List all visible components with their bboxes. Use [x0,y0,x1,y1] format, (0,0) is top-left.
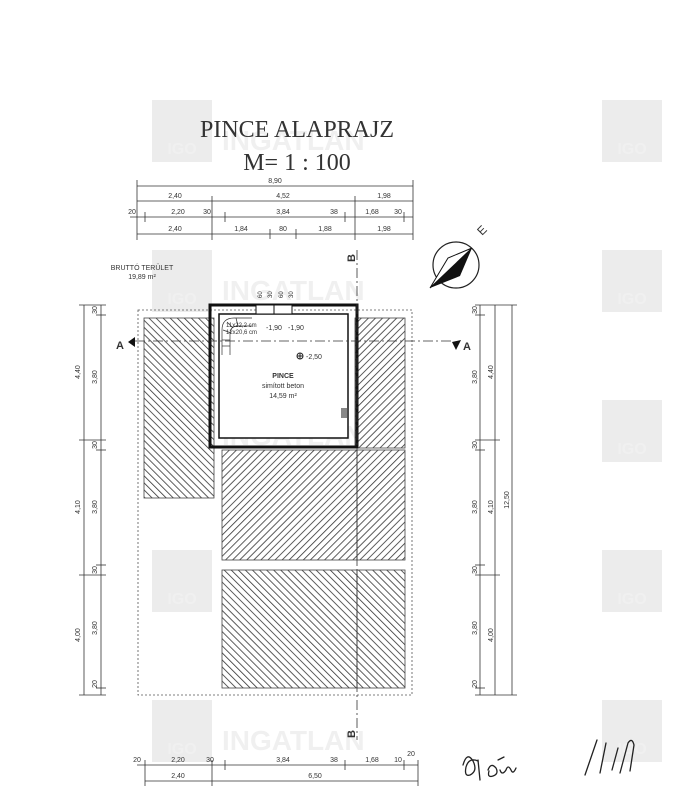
right-dimensions [475,304,517,696]
plan-scale: M= 1 : 100 [243,150,351,176]
dim-top: 80 [279,226,287,233]
plan-title: PINCE ALAPRAJZ [200,117,394,143]
dim-top: 1,98 [377,193,391,200]
dim-top: 2,40 [168,193,182,200]
dim-bottom: 38 [330,757,338,764]
cellar-room [208,303,359,449]
section-a-right: A [463,341,471,353]
dim-top: 1,84 [234,226,248,233]
section-arrow-icon [128,337,135,347]
dim-right-total: 12,50 [504,491,511,509]
dim-top: 3,84 [276,209,290,216]
dim-top: 30 [394,209,402,216]
level-landing: -1,90 [288,325,304,332]
dim-top: 2,40 [168,226,182,233]
stair-note: 11x22,2 cm [226,323,257,329]
dim-top: 20 [128,209,136,216]
dim-bottom: 10 [394,757,402,764]
dim-right: 30 [472,306,479,314]
section-b-bottom: B [346,730,358,738]
dim-left: 4,10 [75,500,82,514]
room-floor: simított beton [262,383,304,390]
dim-left: 30 [92,566,99,574]
watermark-brand: IGO [167,141,196,158]
dim-opening: 60 [258,291,264,298]
dim-bottom: 20 [133,757,141,764]
dim-left: 3,80 [92,621,99,635]
signature-image [462,739,635,781]
section-arrow-icon [452,340,461,350]
dim-bottom: 2,40 [171,773,185,780]
dim-left: 20 [92,680,99,688]
dim-left: 3,80 [92,500,99,514]
room-area: 14,59 m² [269,393,297,400]
dim-right: 3,80 [472,370,479,384]
watermark-name: INGATLAN [222,125,365,156]
dim-left: 4,00 [75,628,82,642]
dim-opening: 30 [289,291,295,298]
dim-right: 30 [472,441,479,449]
dim-left: 4,40 [75,365,82,379]
watermark-name: INGATLAN [222,275,365,306]
dim-bottom: 20 [407,751,415,758]
dim-top: 1,68 [365,209,379,216]
section-lines [135,250,452,740]
svg-text:E: E [474,223,490,239]
section-b-top: B [346,254,358,262]
dim-top: 1,98 [377,226,391,233]
dim-opening: 60 [279,291,285,298]
watermark-brand: IGO [617,141,646,158]
level-floor: -2,50 [306,354,322,361]
watermark-name: INGATLAN [222,725,365,756]
watermark-brand: IGO [167,291,196,308]
gross-area-label: BRUTTÓ TERÜLET [111,263,174,272]
dim-bottom: 30 [206,757,214,764]
gross-area-value: 19,89 m² [128,274,156,281]
dim-top: 4,52 [276,193,290,200]
dim-bottom: 2,20 [171,757,185,764]
dim-bottom: 3,84 [276,757,290,764]
left-dimensions [79,304,106,696]
dim-top: 1,88 [318,226,332,233]
dim-top: 38 [330,209,338,216]
level-marker-icon [296,352,304,360]
dim-right: 3,80 [472,621,479,635]
section-a-left: A [116,340,124,352]
bottom-dimensions [137,760,419,786]
dim-right: 30 [472,566,479,574]
dim-left: 30 [92,441,99,449]
stair-note: 12x20,6 cm [226,330,257,336]
dim-right: 4,10 [488,500,495,514]
dim-right: 3,80 [472,500,479,514]
top-dimensions [130,180,414,240]
watermark-brand: IGO [617,591,646,608]
north-arrow-icon: E [429,223,490,289]
dim-right: 20 [472,680,479,688]
room-name: PINCE [272,373,294,380]
watermark-brand: IGO [167,591,196,608]
dim-top-total: 8,90 [268,178,282,185]
watermark-brand: IGO [167,741,196,758]
dim-bottom: 6,50 [308,773,322,780]
staircase [221,317,252,355]
dim-bottom: 1,68 [365,757,379,764]
dim-top: 2,20 [171,209,185,216]
watermark-brand: IGO [617,441,646,458]
hatched-areas [143,317,406,689]
dim-right: 4,00 [488,628,495,642]
dim-left: 30 [92,306,99,314]
level-stair: -1,90 [266,325,282,332]
dim-right: 4,40 [488,365,495,379]
dim-top: 30 [203,209,211,216]
dim-opening: 30 [268,291,274,298]
dim-left: 3,80 [92,370,99,384]
watermark-brand: IGO [617,291,646,308]
